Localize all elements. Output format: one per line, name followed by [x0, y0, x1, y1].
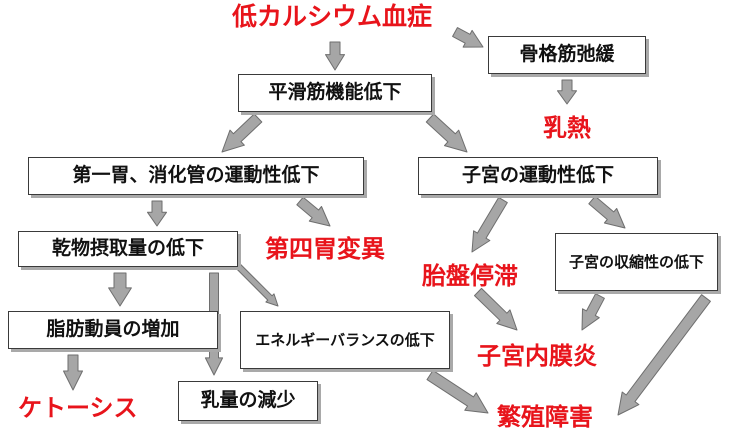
node-smooth-muscle: 平滑筋機能低下: [238, 74, 432, 112]
arrow-placenta-to-endometritis: [474, 287, 518, 331]
node-fever: 乳熱: [543, 114, 591, 142]
node-energy-balance: エネルギーバランスの低下: [240, 311, 450, 369]
node-uterus-contract: 子宮の収縮性の低下: [555, 233, 718, 291]
arrow-uterus-to-contract: [588, 195, 626, 229]
arrow-uterus-to-placenta: [471, 196, 508, 253]
node-uterus-motility: 子宮の運動性低下: [418, 157, 658, 195]
node-fat-mobilization: 脂肪動員の増加: [8, 311, 218, 349]
arrow-smooth-to-uterus: [425, 113, 468, 153]
arrow-hypocalcemia-to-skeletal-relax: [452, 27, 484, 48]
arrow-contract-to-endometritis: [581, 293, 605, 331]
arrow-dm-to-fat: [108, 272, 132, 307]
node-hypocalcemia: 低カルシウム血症: [232, 2, 433, 31]
node-milk-yield: 乳量の減少: [178, 381, 318, 421]
arrow-fat-to-ketosis: [63, 354, 83, 391]
arrow-rumen-to-dm-intake: [147, 200, 167, 227]
node-rumen-gi: 第一胃、消化管の運動性低下: [28, 157, 364, 195]
node-reproduction: 繁殖障害: [497, 403, 593, 431]
node-ketosis: ケトーシス: [18, 394, 138, 422]
arrow-rumen-to-abomasum: [296, 196, 331, 227]
arrow-contract-to-reproduction: [617, 294, 711, 416]
node-retained-placenta: 胎盤停滞: [422, 262, 518, 290]
arrow-hypocalcemia-to-smooth-muscle: [325, 41, 345, 71]
arrow-skeletal-to-fever: [557, 79, 577, 105]
arrow-dm-to-energy: [234, 262, 279, 307]
arrow-energy-to-reproduction: [426, 369, 489, 414]
node-skeletal-relax: 骨格筋弛緩: [488, 36, 646, 74]
node-endometritis: 子宮内膜炎: [477, 342, 597, 370]
node-abomasum: 第四胃変異: [265, 235, 385, 263]
node-dm-intake: 乾物摂取量の低下: [18, 231, 238, 267]
arrow-smooth-to-rumen: [221, 113, 263, 153]
